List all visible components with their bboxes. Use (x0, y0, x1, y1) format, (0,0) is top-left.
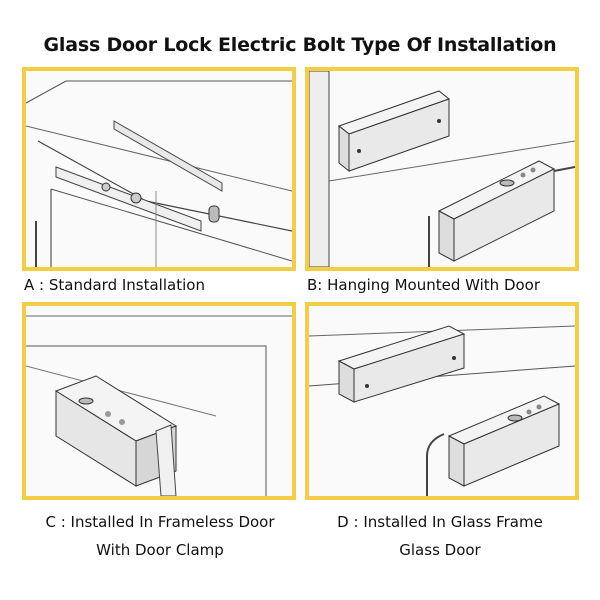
standard-installation-illustration (26, 71, 292, 267)
glass-frame-illustration (309, 306, 575, 496)
caption-text: Installed In Frameless Door (70, 513, 275, 531)
caption-sep: : (55, 513, 71, 531)
caption-text-line2: Glass Door (399, 541, 481, 559)
frameless-door-illustration (26, 306, 292, 496)
caption-text: Hanging Mounted With Door (327, 276, 541, 294)
caption-letter: B (307, 276, 318, 294)
panel-frameless-door (22, 302, 296, 500)
caption-text-line2: With Door Clamp (96, 541, 224, 559)
caption-sep: : (34, 276, 49, 294)
caption-frameless-door: C : Installed In Frameless Door With Doo… (20, 508, 300, 564)
hanging-mounted-illustration (309, 71, 575, 267)
caption-letter: C (45, 513, 56, 531)
caption-sep: : (317, 276, 328, 294)
caption-hanging-mounted: B: Hanging Mounted With Door (307, 276, 540, 294)
panel-glass-frame (305, 302, 579, 500)
caption-letter: D (337, 513, 349, 531)
caption-sep: : (348, 513, 364, 531)
caption-text: Installed In Glass Frame (363, 513, 543, 531)
caption-letter: A (24, 276, 35, 294)
panel-hanging-mounted (305, 67, 579, 271)
caption-glass-frame: D : Installed In Glass Frame Glass Door (300, 508, 580, 564)
page-title: Glass Door Lock Electric Bolt Type Of In… (43, 34, 557, 56)
caption-text: Standard Installation (48, 276, 205, 294)
caption-standard-installation: A : Standard Installation (24, 276, 205, 294)
panel-standard-installation (22, 67, 296, 271)
